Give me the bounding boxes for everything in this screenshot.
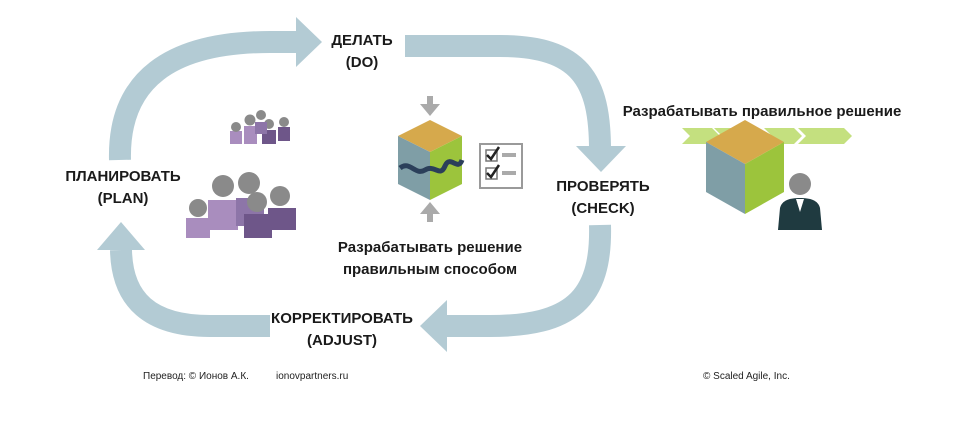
cube-icon-center — [398, 120, 465, 200]
label-adjust-line1: КОРРЕКТИРОВАТЬ — [271, 310, 413, 327]
center-caption-line2: правильным способом — [342, 261, 518, 278]
footer-translation: Перевод: © Ионов А.К. — [143, 371, 249, 382]
cube-icon-right — [706, 120, 784, 214]
squeeze-arrows-icon — [420, 96, 440, 222]
center-caption-line1: Разрабатывать решение — [337, 239, 523, 256]
people-small-icon — [230, 110, 290, 144]
label-adjust: КОРРЕКТИРОВАТЬ (ADJUST) — [262, 308, 422, 352]
label-do: ДЕЛАТЬ (DO) — [322, 30, 402, 74]
arrow-head-check — [576, 146, 626, 172]
arrow-head-plan — [97, 222, 145, 250]
arrow-plan-to-do — [108, 31, 300, 161]
center-caption: Разрабатывать решение правильным способо… — [320, 237, 540, 281]
people-large-icon — [186, 172, 296, 238]
label-plan-line1: ПЛАНИРОВАТЬ — [65, 168, 181, 185]
right-title-text: Разрабатывать правильное решение — [622, 103, 902, 120]
label-plan: ПЛАНИРОВАТЬ (PLAN) — [55, 166, 191, 210]
footer-site: ionovpartners.ru — [276, 371, 349, 382]
label-check: ПРОВЕРЯТЬ (CHECK) — [548, 176, 658, 220]
label-do-line2: (DO) — [345, 54, 379, 71]
label-do-line1: ДЕЛАТЬ — [331, 32, 393, 49]
arrow-head-adjust — [420, 300, 447, 352]
footer-copyright: © Scaled Agile, Inc. — [703, 371, 790, 382]
right-title: Разрабатывать правильное решение — [612, 101, 912, 123]
arrow-do-to-check — [405, 35, 611, 151]
label-check-line1: ПРОВЕРЯТЬ — [556, 178, 650, 195]
arrow-check-to-adjust — [445, 224, 612, 337]
arrow-adjust-to-plan — [110, 249, 270, 337]
cycle-arrows — [97, 17, 626, 352]
label-plan-line2: (PLAN) — [97, 190, 149, 207]
label-adjust-line2: (ADJUST) — [307, 332, 377, 349]
person-icon — [778, 173, 822, 230]
arrow-head-do — [296, 17, 322, 67]
checklist-icon — [479, 143, 523, 189]
label-check-line2: (CHECK) — [571, 200, 635, 217]
